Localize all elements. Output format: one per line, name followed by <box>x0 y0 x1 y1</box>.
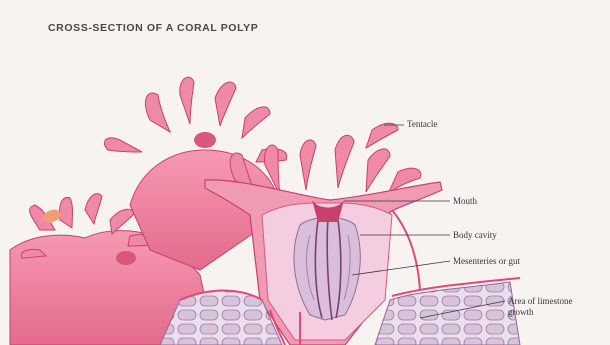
label-mesenteries: Mesenteries or gut <box>453 256 520 266</box>
label-mouth: Mouth <box>453 196 477 206</box>
label-body-cavity: Body cavity <box>453 230 497 240</box>
label-limestone-line1: Area of limestone <box>508 296 572 306</box>
label-tentacle: Tentacle <box>407 119 437 129</box>
limestone-skeleton <box>375 210 520 345</box>
label-limestone-line2: growth <box>508 307 534 317</box>
